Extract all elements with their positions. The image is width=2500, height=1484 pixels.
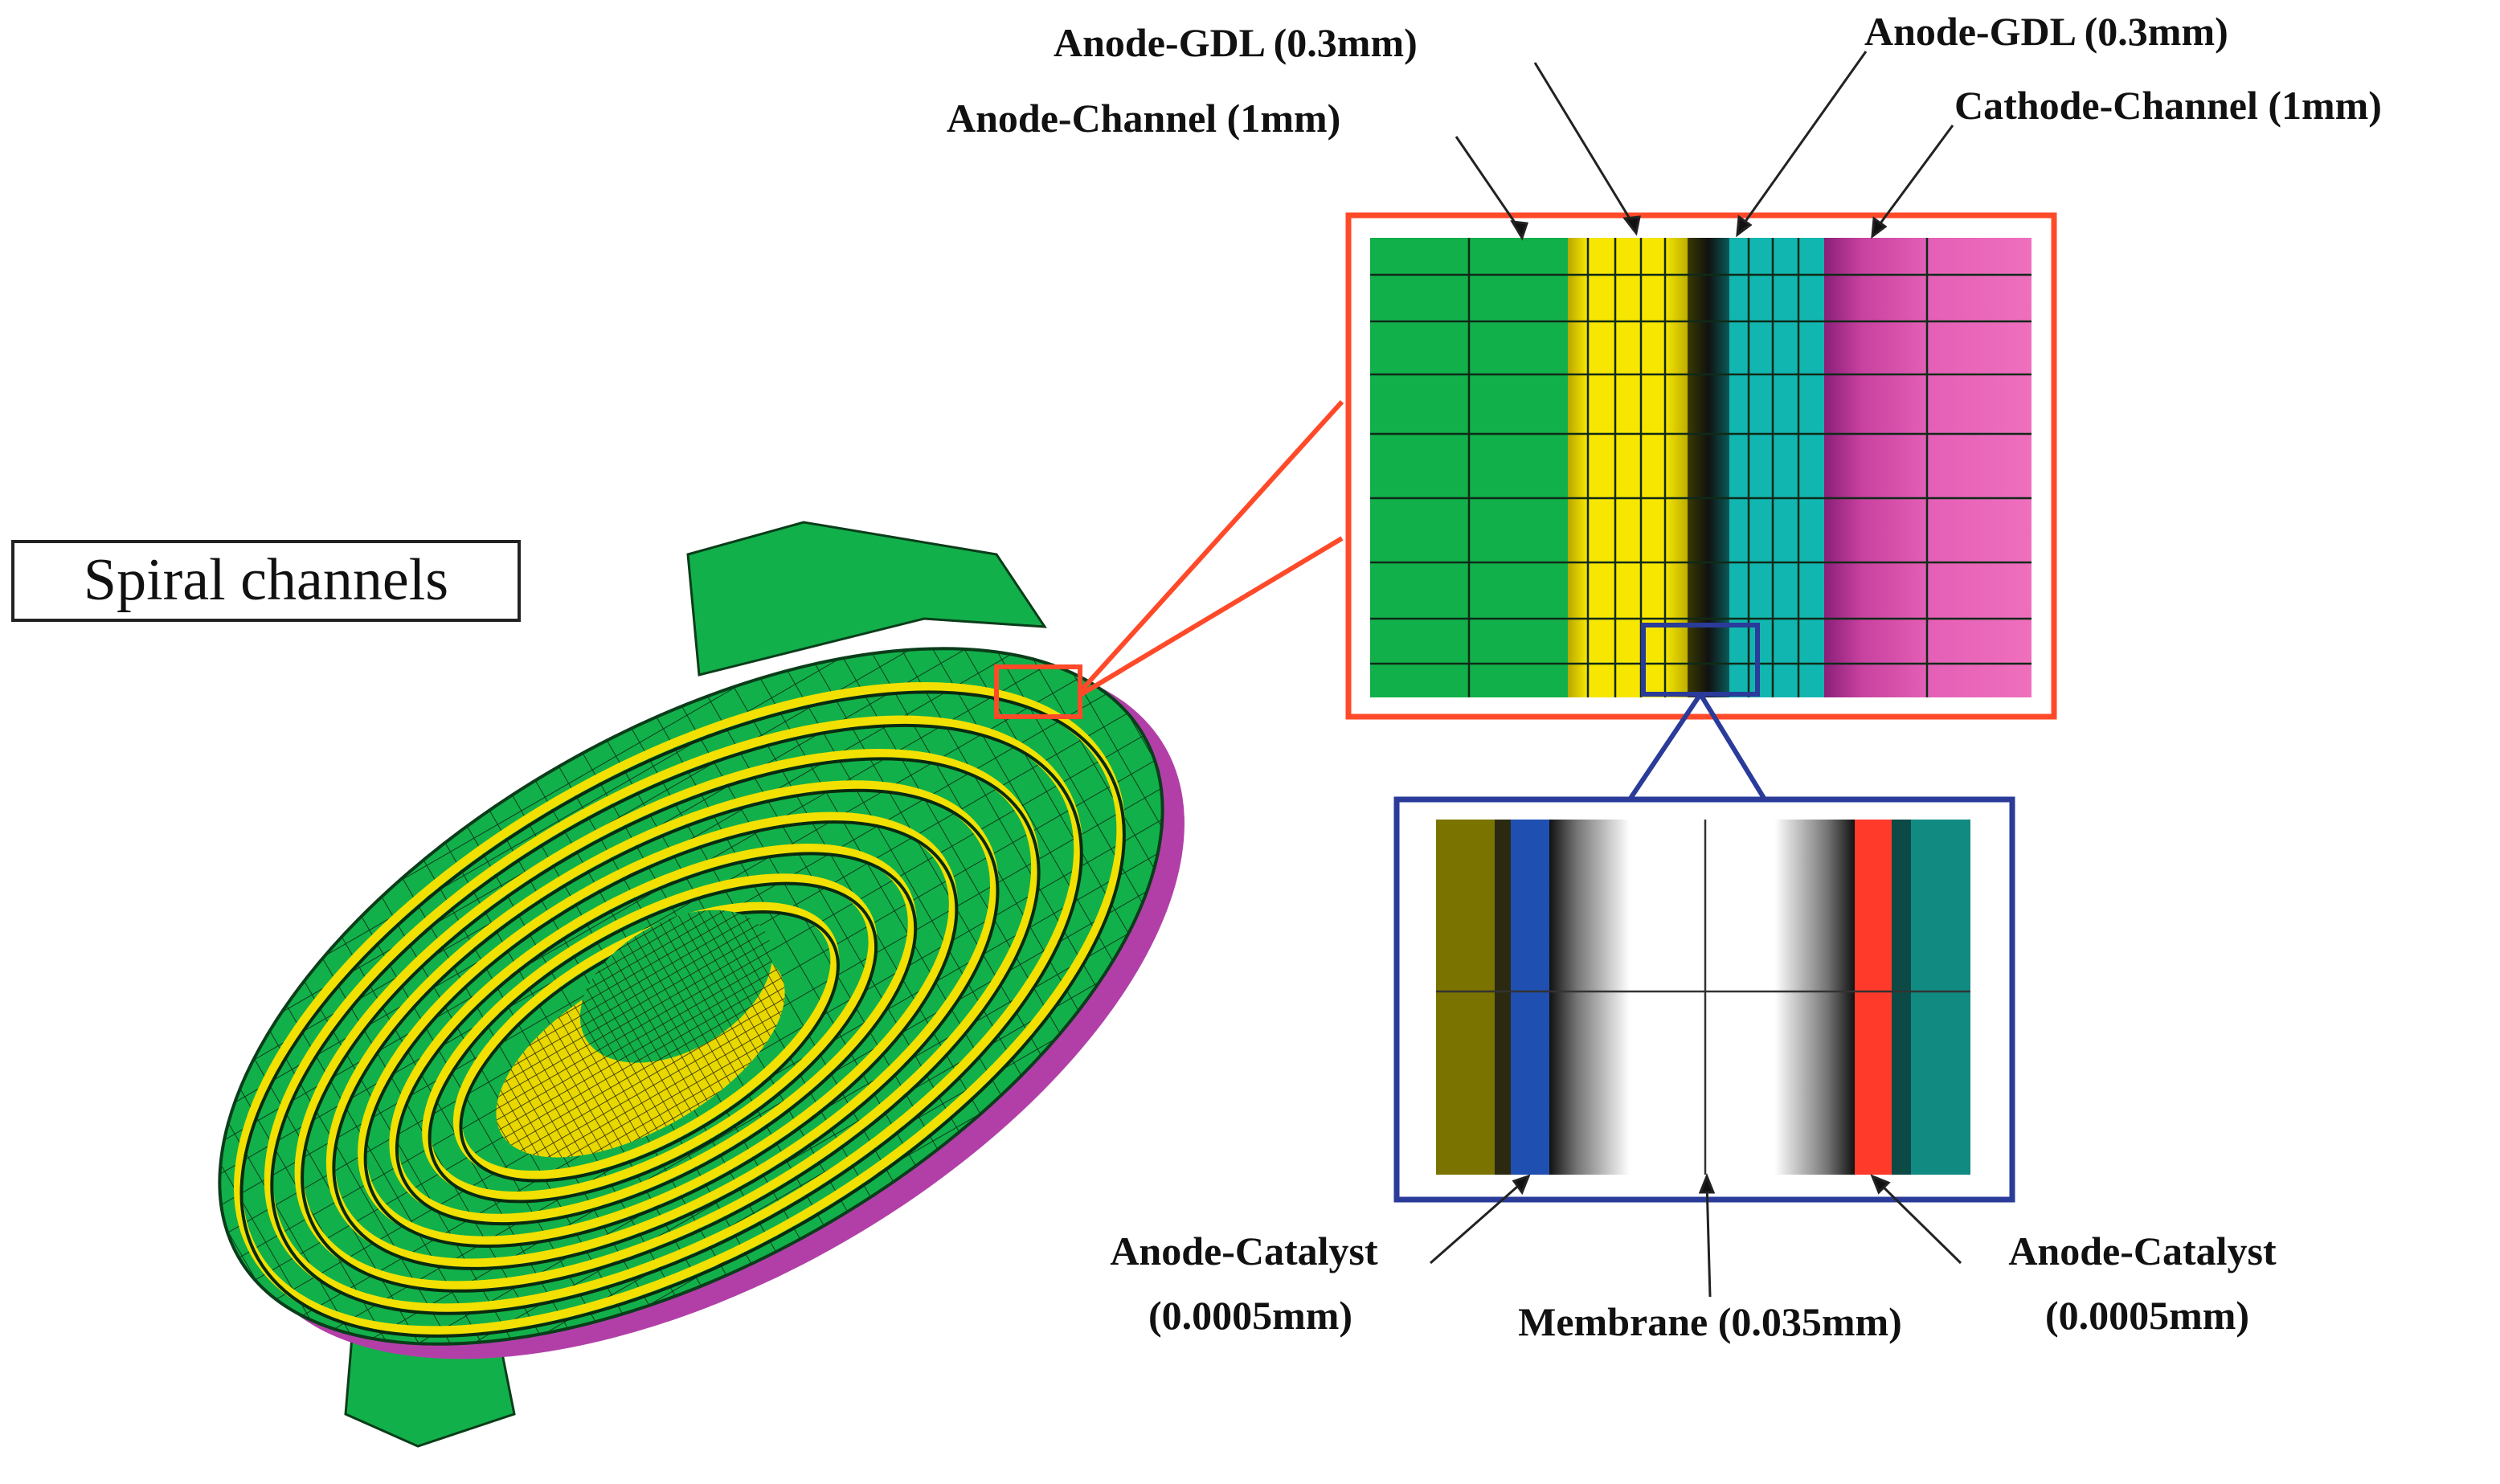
label-anode-catalyst-left-size: (0.0005mm) [1148,1293,1352,1338]
label-membrane: Membrane (0.035mm) [1518,1299,1902,1344]
red-zoom-panel [1345,212,2057,720]
label-anode-catalyst-right-size: (0.0005mm) [2045,1293,2249,1338]
cross-section-grid [1370,238,2032,697]
red-zoom-connectors [1078,399,1344,697]
title-frame [11,540,521,622]
top-pointers [1455,51,1954,241]
bottom-pointers [1430,1172,1962,1298]
label-anode-gdl-left: Anode-GDL (0.3mm) [1054,20,1418,65]
anode-gdl-cyan-band [1729,238,1824,697]
right-teal-band [1911,820,1970,1175]
blue-zoom-panel [1393,796,2015,1203]
left-catalyst-blue-band [1511,820,1549,1175]
bottom-labels: Anode-Catalyst (0.0005mm) Membrane (0.03… [1110,1228,2277,1344]
top-labels: Anode-GDL (0.3mm) Anode-GDL (0.3mm) Anod… [947,9,2382,141]
anode-gdl-yellow-band [1568,238,1696,697]
membrane-dark-band [1688,238,1729,697]
title-text: Spiral channels [84,547,448,613]
title-box: Spiral channels [11,540,521,622]
blue-zoom-connectors [1627,693,1767,801]
right-catalyst-red-band [1855,820,1892,1175]
spiral-disk-mesh [106,505,1276,1484]
disk-inlet-tab [686,521,1047,677]
label-anode-gdl-right: Anode-GDL (0.3mm) [1864,9,2228,54]
label-cathode-channel: Cathode-Channel (1mm) [1954,83,2382,128]
label-anode-catalyst-right-name: Anode-Catalyst [2008,1228,2277,1273]
label-anode-channel: Anode-Channel (1mm) [947,96,1340,141]
label-anode-catalyst-left-name: Anode-Catalyst [1110,1228,1378,1273]
